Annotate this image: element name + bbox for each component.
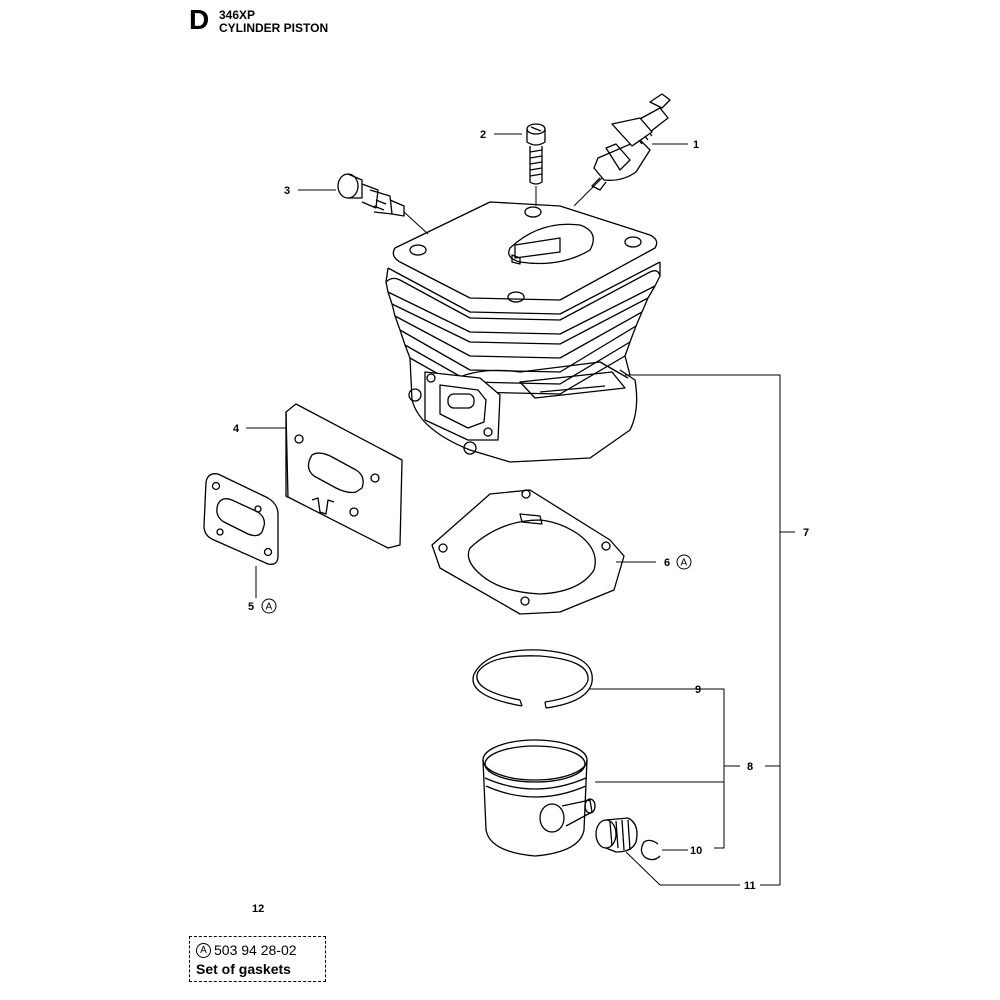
callout-2: 2 [480,129,486,141]
gasket-kit-marker-6 [676,554,692,570]
diagram-title: CYLINDER PISTON [219,20,329,35]
needle-bearing [595,817,638,853]
kit-part-line: A 503 94 28-02 [196,942,297,958]
section-letter: D [189,4,210,35]
gasket-kit-box: A 503 94 28-02 Set of gaskets [189,936,326,982]
callout-10: 10 [690,845,702,857]
kit-part-number: 503 94 28-02 [214,942,297,958]
model-header: 346XP CYLINDER PISTON [219,9,328,34]
callout-8: 8 [747,761,753,773]
callout-7: 7 [803,527,809,539]
cylinder [385,201,661,463]
marker-5-letter: A [266,602,273,613]
callout-4: 4 [233,423,240,435]
exhaust-gasket [203,473,279,565]
callout-1: 1 [693,139,699,151]
cylinder-base-gasket [431,489,625,615]
callout-11: 11 [744,880,756,892]
piston [482,739,596,857]
callout-9: 9 [695,684,701,696]
model-name: 346XP [219,8,256,22]
circlip [640,839,661,861]
gasket-kit-marker-5 [261,598,277,614]
callout-5: 5 [248,601,254,613]
leader-lines [246,133,795,886]
spark-plug [591,93,671,191]
gasket-kit-marker: A [196,942,211,958]
marker-6-letter: A [681,558,688,569]
kit-description: Set of gaskets [196,961,291,977]
callout-12: 12 [252,903,265,915]
piston-ring [472,649,593,709]
callout-3: 3 [284,185,290,197]
screw [526,123,546,185]
muffler-plate [285,403,403,549]
callout-6: 6 [664,557,670,569]
decompression-valve [337,173,405,217]
